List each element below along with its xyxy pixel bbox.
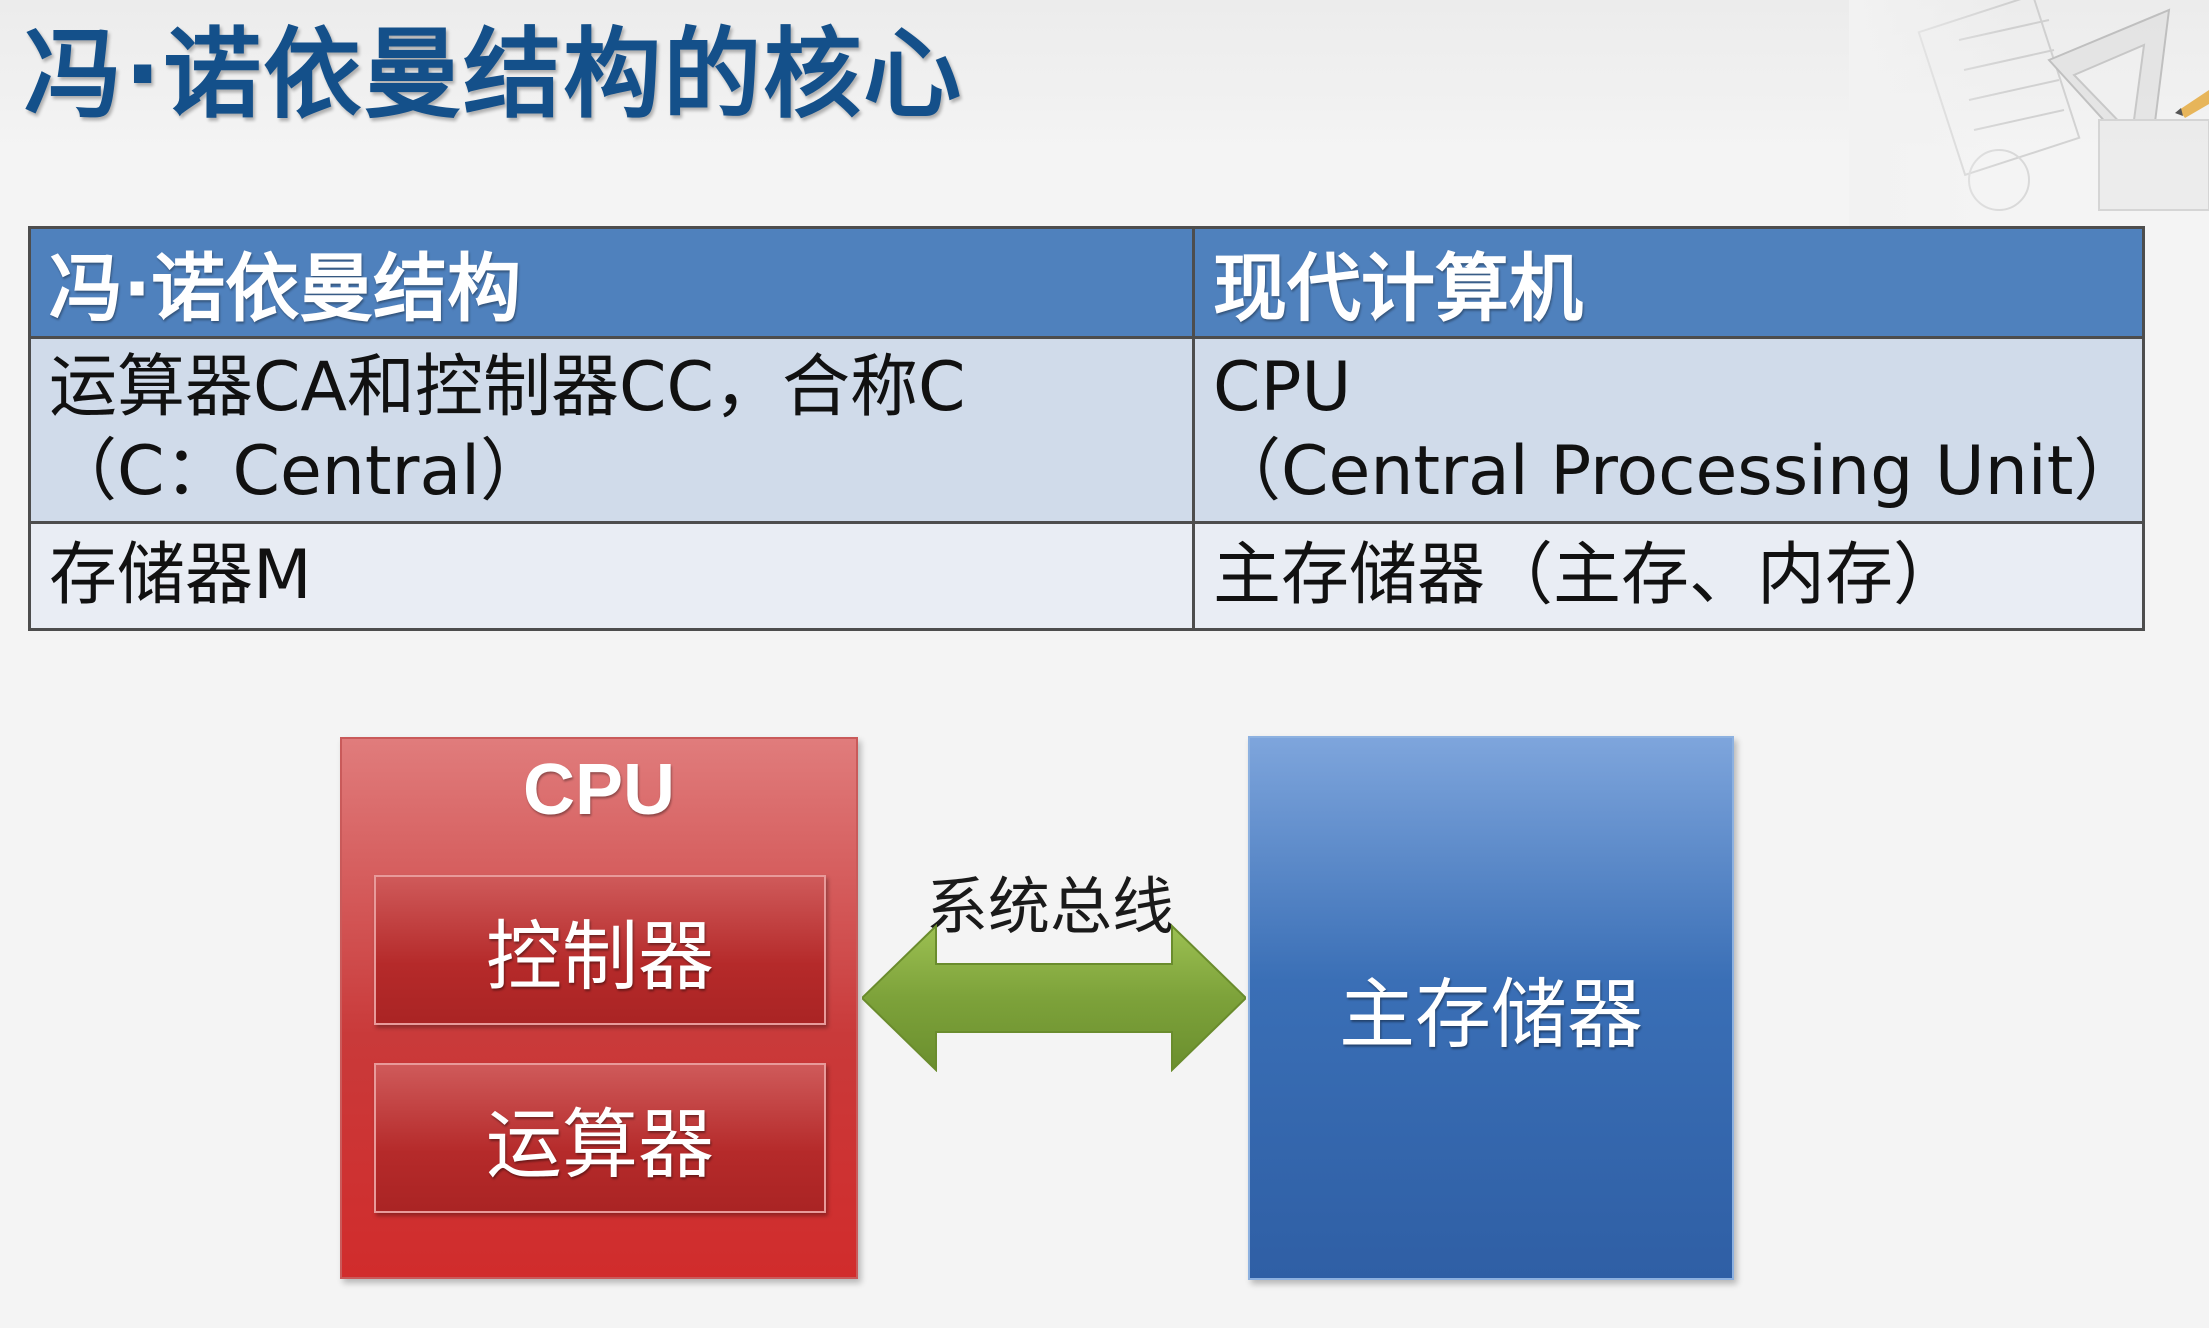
alu-label: 运算器	[486, 1100, 714, 1189]
cpu-label: CPU	[522, 750, 675, 830]
cell-processor-modern: CPU （Central Processing Unit）	[1192, 336, 2145, 524]
slide-title: 冯·诺依曼结构的核心	[24, 18, 964, 132]
controller-label: 控制器	[486, 912, 714, 1001]
header-von-neumann: 冯·诺依曼结构	[28, 226, 1195, 339]
cell-sub-text: （C：Central）	[49, 432, 549, 511]
header-modern-computer: 现代计算机	[1192, 226, 2145, 339]
system-bus-label: 系统总线	[926, 870, 1175, 943]
cell-processor-von-neumann: 运算器CA和控制器CC，合称C （C：Central）	[28, 336, 1195, 524]
title-band	[0, 0, 2209, 150]
comparison-table: 冯·诺依曼结构 现代计算机 运算器CA和控制器CC，合称C （C：Central…	[28, 226, 2145, 631]
cell-memory-von-neumann: 存储器M	[28, 521, 1195, 631]
cell-main-text: 运算器CA和控制器CC，合称C	[49, 348, 966, 427]
main-memory-block: 主存储器	[1248, 736, 1734, 1280]
table-row: 运算器CA和控制器CC，合称C （C：Central） CPU （Central…	[28, 336, 2145, 524]
cell-main-text: CPU	[1213, 348, 1352, 427]
main-memory-label: 主存储器	[1339, 970, 1643, 1059]
decoration-drafting-tools-icon	[1849, 0, 2209, 230]
cell-main-text: 主存储器（主存、内存）	[1213, 536, 1962, 615]
cell-memory-modern: 主存储器（主存、内存）	[1192, 521, 2145, 631]
cpu-block: CPU 控制器 运算器	[340, 737, 858, 1279]
table-row: 存储器M 主存储器（主存、内存）	[28, 521, 2145, 631]
double-arrow-icon	[862, 924, 1246, 1072]
controller-block: 控制器	[374, 875, 826, 1025]
table-header-row: 冯·诺依曼结构 现代计算机	[28, 226, 2145, 339]
cell-main-text: 存储器M	[49, 536, 312, 615]
cell-sub-text: （Central Processing Unit）	[1213, 432, 2142, 511]
alu-block: 运算器	[374, 1063, 826, 1213]
